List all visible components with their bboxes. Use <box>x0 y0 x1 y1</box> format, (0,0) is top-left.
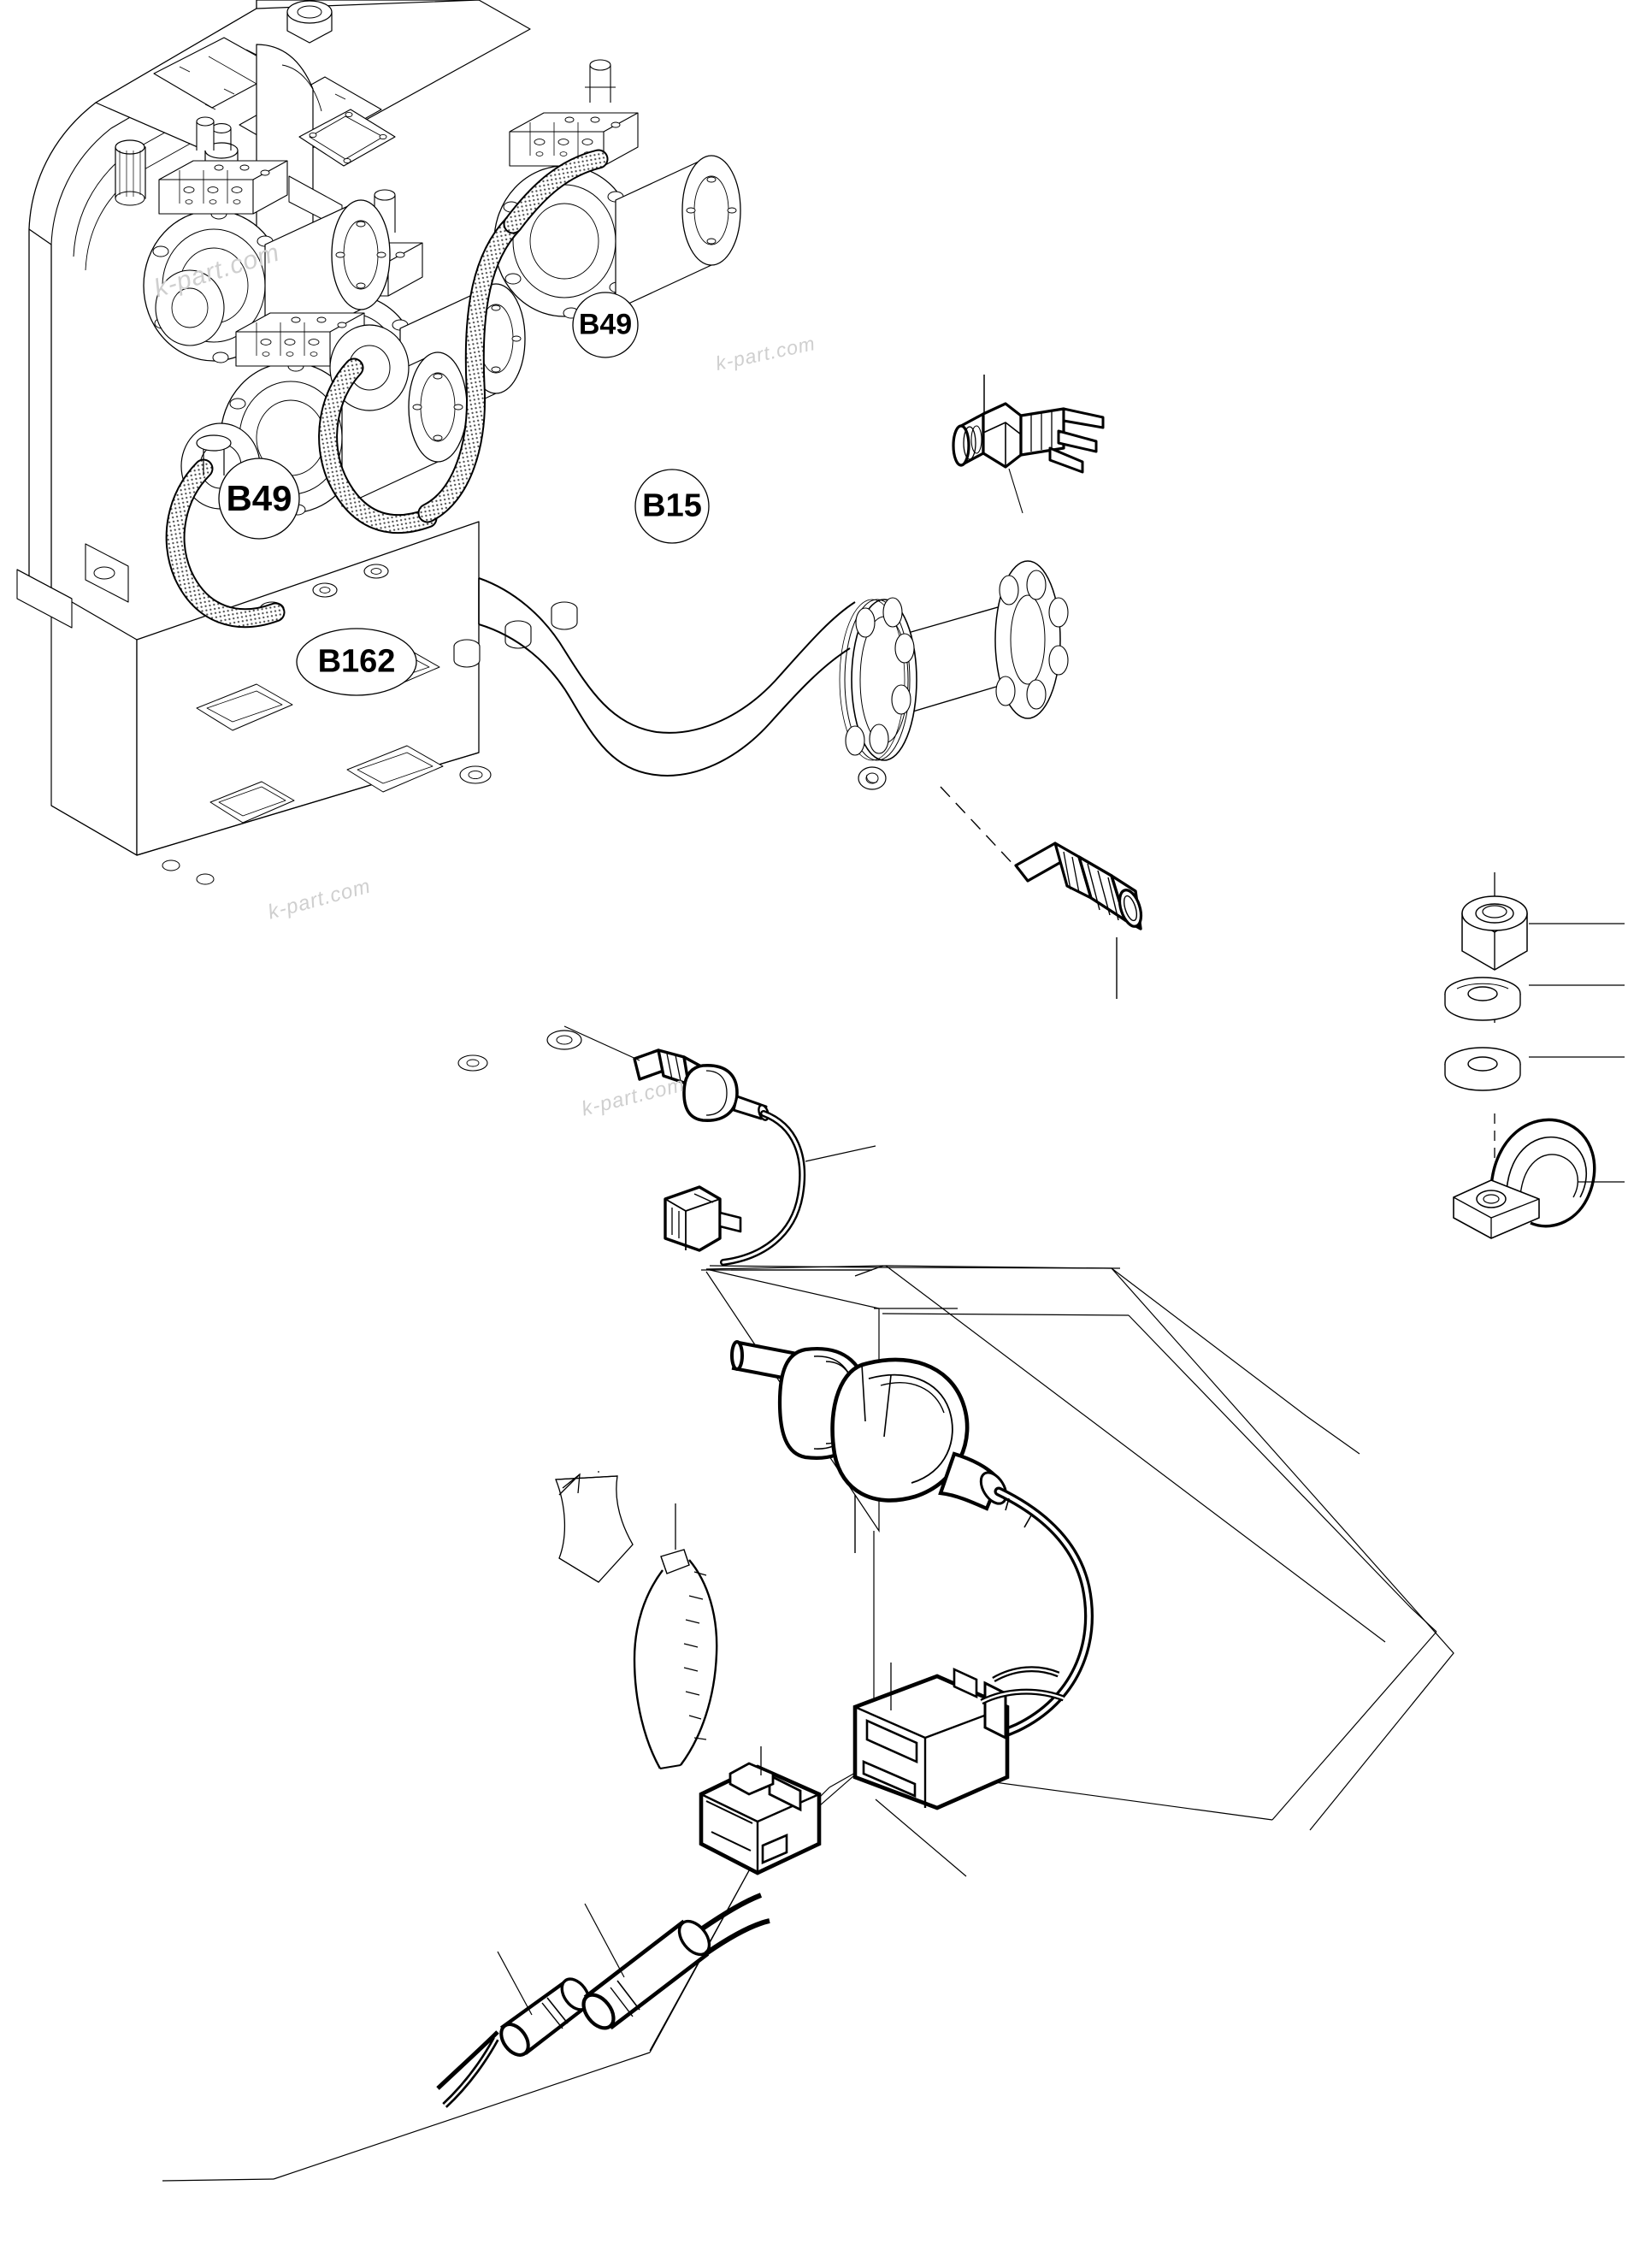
detail-view-group <box>162 1265 1454 2182</box>
leader-b15-dashed <box>940 786 1018 870</box>
flange-pipe <box>839 560 1069 790</box>
callout-bubbles <box>218 292 710 696</box>
sensor-b162 <box>633 1048 806 1266</box>
washer-lower <box>1444 1047 1521 1091</box>
hardware-stack-group <box>1444 872 1625 1239</box>
bullet-terminal-1 <box>436 1977 591 2108</box>
bullet-terminal-2 <box>581 1893 770 2030</box>
pump-unit-rear <box>493 155 741 319</box>
valve-block-front <box>158 116 288 215</box>
sensor-b15 <box>1014 842 1143 930</box>
callout-b49-top-bubble <box>572 292 639 358</box>
cable-tie <box>633 1549 718 1769</box>
callout-b49-main-label: B49 <box>226 478 292 518</box>
pump-assembly-group <box>16 0 1143 1266</box>
callout-b49-main-bubble <box>218 458 300 540</box>
detail-sender <box>730 1340 1094 1745</box>
valve-block-rear <box>509 59 639 167</box>
callout-b162-label: B162 <box>317 643 396 680</box>
hydraulic-hoses <box>165 149 609 629</box>
leader-b162-wire <box>805 1145 876 1162</box>
callout-b49-top-label: B49 <box>578 308 633 341</box>
leader-connector-female-b <box>875 1798 967 1877</box>
washer-upper <box>1444 977 1521 1021</box>
hex-nut <box>1461 895 1528 971</box>
leader-b162-boss <box>563 1025 640 1061</box>
leader-b49-top-down <box>1008 468 1023 514</box>
suction-elbow-pipe <box>478 577 856 777</box>
insulation-sleeve <box>555 1475 634 1583</box>
leader-bullet-1 <box>497 1951 533 2016</box>
sensor-b49-top <box>952 402 1105 474</box>
callout-b162-bubble <box>296 628 417 696</box>
callout-b15-bubble <box>634 469 710 544</box>
connector-male <box>699 1762 822 1875</box>
leader-bullet-2 <box>584 1903 625 1978</box>
cable-clamp <box>1453 1118 1596 1239</box>
connector-female <box>852 1666 1065 1810</box>
callout-b15-label: B15 <box>642 487 702 524</box>
